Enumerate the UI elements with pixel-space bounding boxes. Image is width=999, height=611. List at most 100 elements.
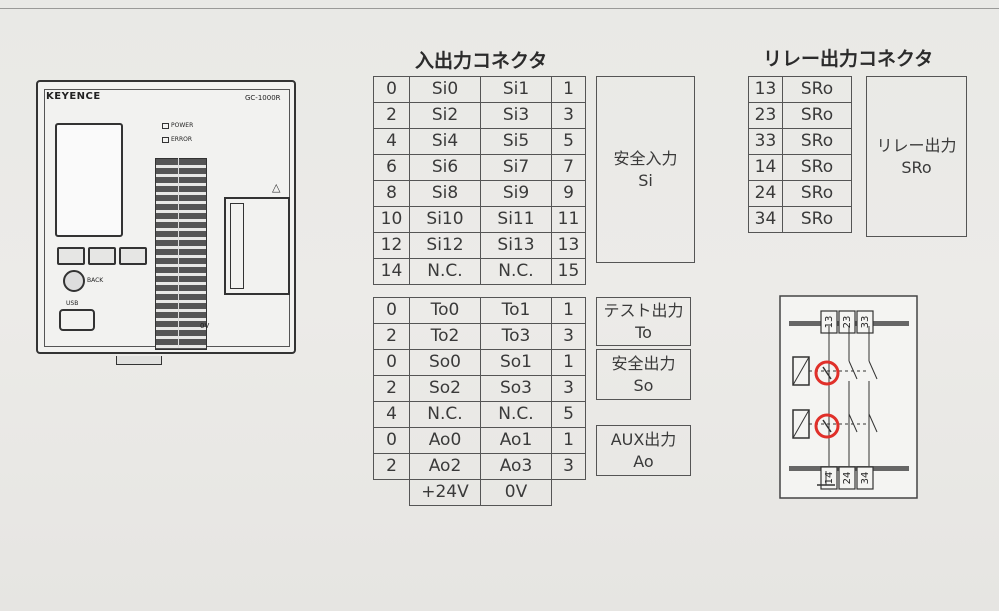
bottom-terminal-label: 34 xyxy=(860,472,871,485)
signal-right: Si11 xyxy=(480,206,552,233)
pin-right: 11 xyxy=(551,206,586,233)
relay-signal: SRo xyxy=(782,154,852,181)
bottom-terminal-box xyxy=(838,466,856,490)
top-divider xyxy=(0,8,999,9)
pin-right: 3 xyxy=(551,102,586,129)
test-output-label: テスト出力 xyxy=(603,300,684,320)
pin-right: 7 xyxy=(551,154,586,181)
pin-left: 2 xyxy=(373,323,410,350)
signal-left: Si0 xyxy=(409,76,481,103)
empty-cell xyxy=(551,479,586,506)
pin-left: 2 xyxy=(373,453,410,480)
back-label: BACK xyxy=(87,277,104,284)
pin-right: 1 xyxy=(551,76,586,103)
relay-output-label: リレー出力 xyxy=(876,135,957,155)
pin-right: 9 xyxy=(551,180,586,207)
relay-signal: SRo xyxy=(782,180,852,207)
relay-output-group: リレー出力 SRo xyxy=(866,76,967,237)
signal-right: So1 xyxy=(480,349,552,376)
pin-right: 5 xyxy=(551,401,586,428)
signal-right: N.C. xyxy=(480,401,552,428)
signal-left: So0 xyxy=(409,349,481,376)
relay-coil-2-diag xyxy=(792,409,810,439)
safety-output-group: 安全出力 So xyxy=(596,349,691,400)
contact-switch-2 xyxy=(848,360,858,380)
pin-right: 13 xyxy=(551,232,586,259)
back-button xyxy=(63,270,85,292)
signal-right: N.C. xyxy=(480,258,552,285)
relay-connector-slot xyxy=(230,203,244,289)
signal-left: To0 xyxy=(409,297,481,324)
relay-terminal-number: 34 xyxy=(748,206,783,233)
signal-right: Si3 xyxy=(480,102,552,129)
top-terminal-box xyxy=(838,310,856,334)
model-label: GC-1000R xyxy=(245,94,281,102)
safety-input-code: Si xyxy=(638,170,653,190)
relay-terminal-number: 33 xyxy=(748,128,783,155)
pin-right: 1 xyxy=(551,427,586,454)
signal-left: Ao2 xyxy=(409,453,481,480)
pin-right: 3 xyxy=(551,453,586,480)
device-button-3 xyxy=(119,247,147,265)
pin-left: 8 xyxy=(373,180,410,207)
error-led xyxy=(162,137,169,143)
signal-right: Ao3 xyxy=(480,453,552,480)
signal-right: Si9 xyxy=(480,180,552,207)
aux-output-label: AUX出力 xyxy=(610,429,677,449)
pin-left: 0 xyxy=(373,297,410,324)
signal-left: Si12 xyxy=(409,232,481,259)
pin-left: 14 xyxy=(373,258,410,285)
zero-v-cell: 0V xyxy=(480,479,552,506)
io-terminal-block xyxy=(155,158,207,350)
signal-left: N.C. xyxy=(409,401,481,428)
safety-output-label: 安全出力 xyxy=(611,353,676,373)
pin-right: 1 xyxy=(551,349,586,376)
pin-left: 6 xyxy=(373,154,410,181)
safety-input-group: 安全入力 Si xyxy=(596,76,695,263)
pin-left: 10 xyxy=(373,206,410,233)
bottom-terminal-box xyxy=(856,466,874,490)
safety-output-code: So xyxy=(633,375,654,395)
relay-signal: SRo xyxy=(782,102,852,129)
aux-output-code: Ao xyxy=(633,451,654,471)
highlight-circle-1 xyxy=(814,360,840,386)
device-button-1 xyxy=(57,247,85,265)
contact-switch-1 xyxy=(822,366,832,380)
plus-24v-cell: +24V xyxy=(409,479,481,506)
signal-right: Si7 xyxy=(480,154,552,181)
pin-left: 2 xyxy=(373,375,410,402)
pin-left: 4 xyxy=(373,401,410,428)
signal-left: So2 xyxy=(409,375,481,402)
usb-port xyxy=(59,309,95,331)
test-output-code: To xyxy=(635,322,652,342)
relay-coil-1-diag xyxy=(792,356,810,386)
signal-left: Ao0 xyxy=(409,427,481,454)
safety-input-label: 安全入力 xyxy=(613,148,678,168)
power-led xyxy=(162,123,169,129)
pin-right: 3 xyxy=(551,375,586,402)
usb-label: USB xyxy=(66,300,79,307)
bottom-terminal-box xyxy=(820,466,838,490)
bottom-terminal-label: 14 xyxy=(824,472,835,485)
signal-right: To1 xyxy=(480,297,552,324)
pin-right: 5 xyxy=(551,128,586,155)
relay-terminal-number: 23 xyxy=(748,102,783,129)
bottom-terminal-label: 24 xyxy=(842,472,853,485)
error-led-label: ERROR xyxy=(171,136,193,143)
